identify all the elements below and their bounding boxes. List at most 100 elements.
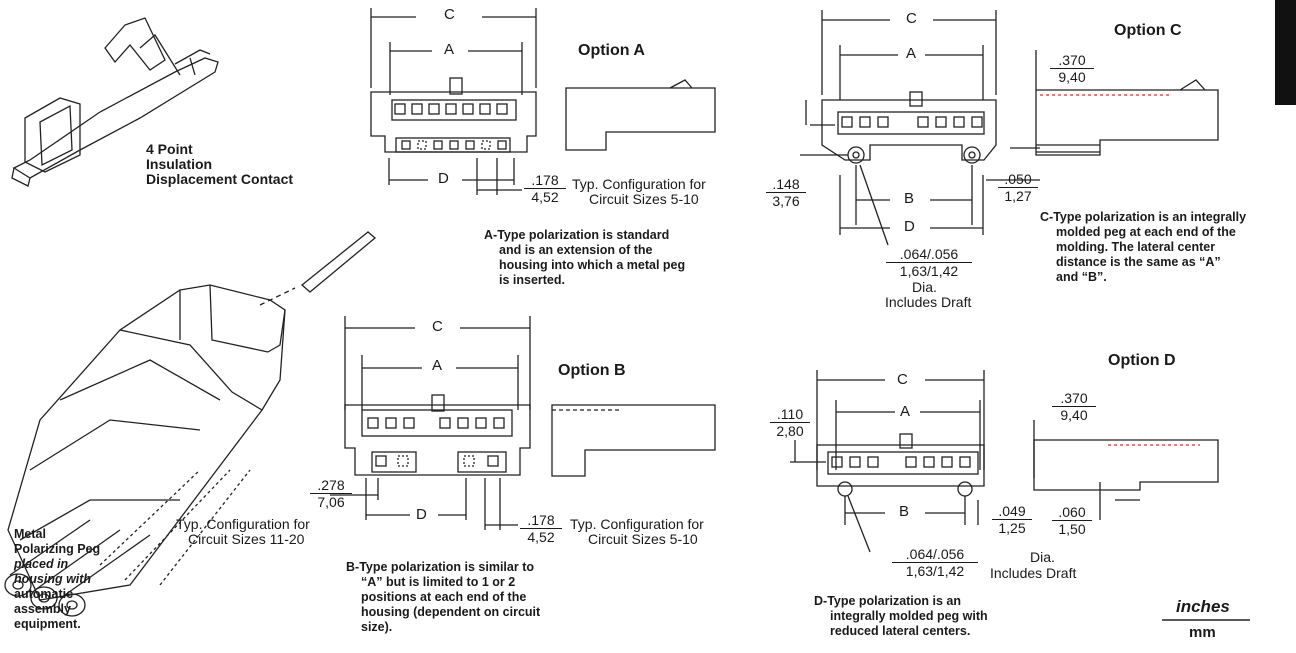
option-c-offset: .050 1,27	[998, 171, 1038, 204]
peg-caption-2: Polarizing Peg	[14, 542, 101, 556]
option-a-side-view	[565, 79, 716, 151]
option-b-config-1: Typ. Configuration for	[570, 516, 704, 532]
option-b-dim-c: C	[432, 318, 443, 335]
contact-label-3: Displacement Contact	[146, 171, 294, 187]
contact-illustration	[11, 17, 219, 187]
contact-label-1: 4 Point	[146, 141, 193, 157]
option-a-caption-3: housing into which a metal peg	[499, 258, 686, 272]
option-c-dim-c: C	[906, 10, 917, 27]
option-c-dim-b: B	[904, 190, 915, 207]
option-b-front-view	[330, 316, 531, 530]
option-b-pitch-in: .178	[520, 512, 562, 529]
option-c-caption-1: C-Type polarization is an integrally	[1040, 210, 1247, 224]
option-d-caption-2: integrally molded peg with	[830, 609, 988, 623]
option-a-pitch: .178 4,52	[524, 172, 566, 205]
option-c-caption-5: and “B”.	[1056, 270, 1107, 284]
peg-caption-6: assembly	[14, 602, 71, 616]
option-c-height: .148 3,76	[766, 176, 806, 209]
peg-caption-5: automatic	[14, 587, 74, 601]
option-d-dim-c: C	[897, 371, 908, 388]
option-c-dia: .064/.056 1,63/1,42	[886, 246, 972, 279]
option-b-dim-a: A	[432, 357, 443, 374]
option-d-dia-mm: 1,63/1,42	[905, 563, 965, 579]
option-c-dia-mm: 1,63/1,42	[899, 263, 959, 279]
option-b-dim-d: D	[416, 506, 427, 523]
option-d-height-mm: 2,80	[776, 423, 804, 439]
option-d-offset-mm: 1,25	[998, 520, 1026, 536]
units-mm: mm	[1189, 624, 1216, 641]
option-d-offset: .049 1,25	[992, 503, 1032, 536]
option-c-caption-2: molded peg at each end of the	[1056, 225, 1236, 239]
option-d-caption-3: reduced lateral centers.	[830, 624, 971, 638]
option-d-dia: .064/.056 1,63/1,42	[892, 546, 978, 579]
option-d-caption-1: D-Type polarization is an	[814, 594, 962, 608]
option-b-pitch: .178 4,52	[520, 512, 562, 545]
option-c-front-view	[800, 10, 1040, 246]
peg-caption-7: equipment.	[14, 617, 81, 631]
option-d-side-view	[1033, 420, 1219, 520]
option-c-depth-mm: 9,40	[1058, 69, 1086, 85]
option-c-dim-d: D	[904, 218, 915, 235]
option-c-dia-in: .064/.056	[886, 246, 972, 263]
option-c-dia-word: Dia.	[912, 279, 937, 295]
option-d-dim-b: B	[899, 503, 910, 520]
page-edge-tab	[1275, 0, 1296, 105]
peg-caption-3: placed in	[14, 557, 69, 571]
option-b-title: Option B	[558, 362, 626, 379]
option-b-left-in: .278	[310, 477, 352, 494]
option-c-offset-in: .050	[998, 171, 1038, 188]
units-inches: inches	[1176, 597, 1230, 616]
option-d-front-view	[790, 370, 985, 553]
option-a-dim-a: A	[444, 41, 455, 58]
option-c-caption-3: molding. The lateral center	[1056, 240, 1216, 254]
option-b-pitch-mm: 4,52	[527, 529, 555, 545]
option-a-dim-d: D	[438, 170, 449, 187]
option-a-dim-c: C	[444, 6, 455, 23]
option-d-dia-in: .064/.056	[892, 546, 978, 563]
option-a-caption-4: is inserted.	[499, 273, 565, 287]
option-a-caption-1: A-Type polarization is standard	[484, 228, 670, 242]
option-b-caption-5: size).	[361, 620, 393, 634]
option-d-height: .110 2,80	[770, 406, 810, 439]
option-c-side-view	[1010, 50, 1219, 156]
contact-label-2: Insulation	[146, 156, 213, 172]
option-d-peg: .060 1,50	[1052, 504, 1092, 537]
option-b-config-2: Circuit Sizes 5-10	[588, 531, 698, 547]
option-b-left-config-1: Typ. Configuration for	[176, 516, 310, 532]
option-c-caption-4: distance is the same as “A”	[1056, 255, 1221, 269]
option-a-pitch-mm: 4,52	[531, 189, 559, 205]
option-c-title: Option C	[1114, 22, 1182, 39]
option-b-side-view	[551, 404, 716, 477]
option-a-title: Option A	[578, 42, 645, 59]
option-b-caption-2: “A” but is limited to 1 or 2	[361, 575, 516, 589]
option-a-pitch-in: .178	[524, 172, 566, 189]
option-b-left-config-2: Circuit Sizes 11-20	[188, 531, 305, 547]
option-d-dia-word: Dia.	[1030, 549, 1055, 565]
option-b-left-dim: .278 7,06	[310, 477, 352, 510]
option-c-height-mm: 3,76	[772, 193, 800, 209]
option-d-draft: Includes Draft	[990, 565, 1077, 581]
option-d-depth-in: .370	[1052, 390, 1096, 407]
option-b-left-mm: 7,06	[317, 494, 345, 510]
option-b-caption-4: housing (dependent on circuit	[361, 605, 541, 619]
option-d-dim-a: A	[900, 403, 911, 420]
option-c-offset-mm: 1,27	[1004, 188, 1032, 204]
option-c-height-in: .148	[766, 176, 806, 193]
option-d-title: Option D	[1108, 352, 1176, 369]
option-b-caption-1: B-Type polarization is similar to	[346, 560, 534, 574]
option-c-draft: Includes Draft	[885, 294, 972, 310]
option-d-height-in: .110	[770, 406, 810, 423]
option-c-depth-in: .370	[1050, 52, 1094, 69]
option-a-config-1: Typ. Configuration for	[572, 176, 706, 192]
peg-caption-1: Metal	[14, 527, 46, 541]
option-c-dim-a: A	[906, 45, 917, 62]
option-c-depth: .370 9,40	[1050, 52, 1094, 85]
housing-illustration	[4, 231, 377, 617]
option-a-config-2: Circuit Sizes 5-10	[589, 191, 699, 207]
option-d-offset-in: .049	[992, 503, 1032, 520]
option-d-depth: .370 9,40	[1052, 390, 1096, 423]
option-d-depth-mm: 9,40	[1060, 407, 1088, 423]
option-d-peg-in: .060	[1052, 504, 1092, 521]
option-d-peg-mm: 1,50	[1058, 521, 1086, 537]
